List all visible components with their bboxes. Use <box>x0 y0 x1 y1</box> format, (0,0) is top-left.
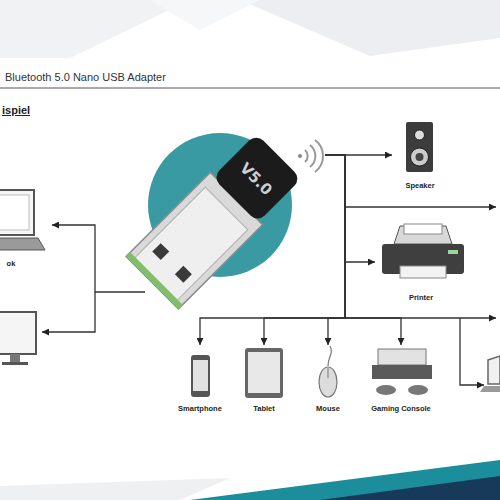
printer-icon <box>404 224 442 234</box>
smartphone-icon <box>193 360 208 391</box>
leader-arrow <box>345 206 496 207</box>
speaker-node: Speaker <box>392 118 448 190</box>
tablet-icon <box>248 352 280 393</box>
smartphone-node: Smartphone <box>170 345 230 413</box>
monitor-icon <box>10 354 20 362</box>
mouse-icon <box>328 346 331 366</box>
console-node: Gaming Console <box>362 345 440 413</box>
monitor-icon <box>2 362 28 365</box>
mouse-node: Mouse <box>303 345 353 413</box>
connector-arrow <box>325 155 345 345</box>
printer-icon <box>448 250 458 254</box>
device-label: Tablet <box>236 404 292 413</box>
dongle-cap <box>212 134 301 223</box>
leader-arrow <box>345 317 496 318</box>
device-label: ok <box>0 259 52 268</box>
section-heading: ispiel <box>2 104 30 117</box>
console-icon <box>408 385 428 395</box>
tablet-icon <box>245 348 283 398</box>
footer-stripe <box>190 460 500 500</box>
wireless-symbol <box>298 154 302 158</box>
device-label: Gaming Console <box>362 404 440 413</box>
mouse-icon <box>328 368 329 378</box>
console-icon <box>372 365 432 379</box>
connector-arrow <box>325 154 392 155</box>
connector-arrow <box>325 155 375 262</box>
device-label: Speaker <box>392 181 448 190</box>
page-title: Bluetooth 5.0 Nano USB Adapter <box>5 71 166 84</box>
usb-plug-face <box>135 187 248 300</box>
background-shape <box>240 0 500 56</box>
laptop-icon <box>0 238 45 250</box>
background-shape <box>0 478 230 500</box>
speaker-icon <box>411 148 429 166</box>
device-label: Mouse <box>303 404 353 413</box>
printer-node: Printer <box>375 222 467 302</box>
device-label: Printer <box>375 293 467 302</box>
mouse-icon <box>319 367 337 397</box>
wireless-symbol <box>305 150 308 162</box>
leader-arrow <box>42 292 95 332</box>
adapter-node: V5.0 <box>145 130 325 300</box>
tablet-node: Tablet <box>236 345 292 413</box>
laptop-icon <box>488 356 500 384</box>
background-shape <box>150 0 260 30</box>
wireless-symbol <box>315 140 323 172</box>
printer-icon <box>400 266 446 278</box>
laptop-icon <box>0 190 34 235</box>
connector-arrow <box>200 155 345 345</box>
usb-hole <box>175 266 192 283</box>
speaker-icon <box>416 153 424 161</box>
speaker-icon <box>415 130 425 140</box>
console-icon <box>376 385 396 395</box>
connector-arrow <box>264 155 345 345</box>
header-rule <box>0 88 500 89</box>
connector-arrow <box>52 225 145 292</box>
device-label: Smartphone <box>170 404 230 413</box>
usb-hole <box>152 243 169 260</box>
usb-contact <box>126 252 183 309</box>
connector-arrow <box>325 155 401 345</box>
smartphone-icon <box>191 355 210 397</box>
background-shape <box>0 0 190 58</box>
monitor-icon <box>0 312 36 354</box>
leader-arrow <box>460 318 484 385</box>
speaker-icon <box>406 122 433 172</box>
footer-stripe <box>320 476 500 500</box>
console-icon <box>378 349 426 365</box>
version-marking: V5.0 <box>237 160 275 198</box>
laptop-icon <box>480 386 500 392</box>
laptop-node: ok <box>0 188 52 268</box>
wireless-symbol <box>310 145 315 167</box>
laptop-icon <box>0 195 29 230</box>
